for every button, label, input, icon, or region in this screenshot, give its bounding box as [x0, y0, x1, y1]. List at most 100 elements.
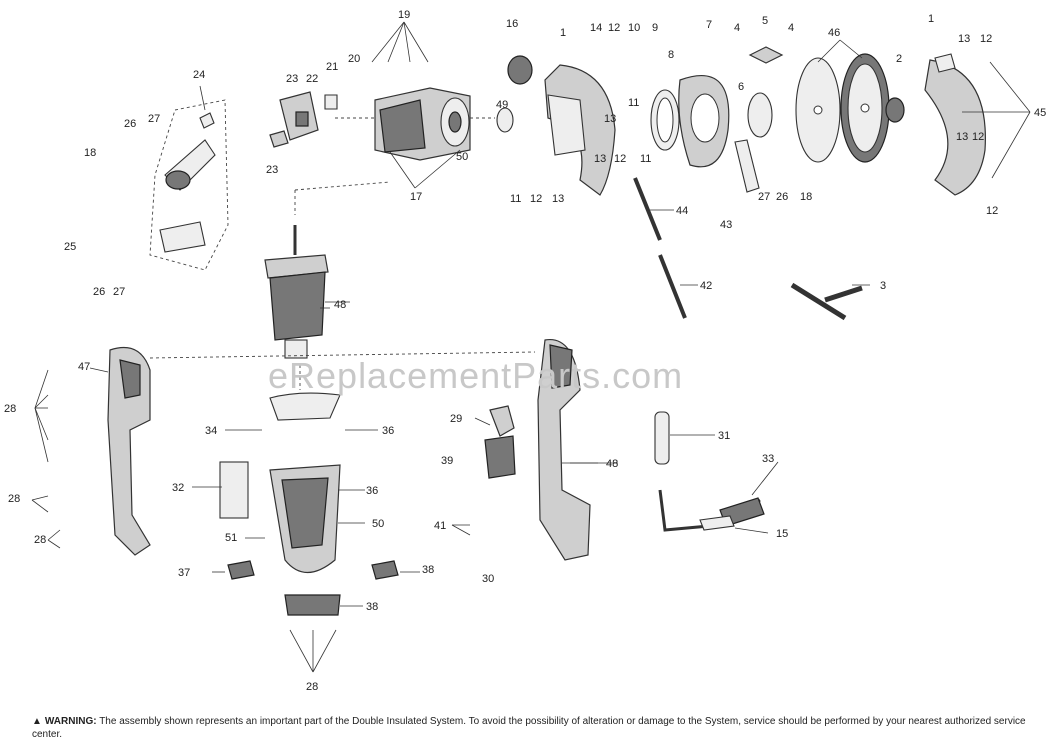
callout-labels: 1 1 2 3 4 4 5 6 7 8 9 10 11 11 11 12 12 … — [4, 9, 1046, 693]
callout: 22 — [306, 73, 318, 85]
callout: 50 — [456, 151, 468, 163]
callout: 16 — [506, 18, 518, 30]
callout: 12 — [986, 205, 998, 217]
callout: 33 — [762, 453, 774, 465]
callout: 14 — [590, 22, 602, 34]
callout: 26 — [93, 286, 105, 298]
callout: 19 — [398, 9, 410, 21]
callout: 25 — [64, 241, 76, 253]
callout: 11 — [510, 193, 521, 205]
callout: 34 — [205, 425, 217, 437]
callout: 32 — [172, 482, 184, 494]
callout: 20 — [348, 53, 360, 65]
callout: 28 — [34, 534, 46, 546]
callout: 15 — [776, 528, 788, 540]
callout: 13 — [594, 153, 606, 165]
callout: 6 — [738, 81, 744, 93]
watermark-text: eReplacementParts.com — [268, 355, 684, 396]
callout: 1 — [928, 13, 934, 25]
callout: 11 — [628, 97, 639, 109]
callout: 38 — [366, 601, 378, 613]
assembly-guide-lines — [149, 117, 536, 390]
callout: 39 — [441, 455, 453, 467]
callout: 11 — [640, 153, 651, 165]
callout: 23 — [286, 73, 298, 85]
callout: 47 — [78, 361, 90, 373]
callout: 48 — [334, 299, 346, 311]
armature-49 — [264, 225, 329, 359]
cord-34 — [658, 489, 765, 532]
callout: 12 — [530, 193, 542, 205]
callout: 42 — [700, 280, 712, 292]
handle-half-right-48 — [537, 339, 591, 561]
upper-blade-guard-1 — [885, 53, 986, 196]
warning-heading: WARNING: — [44, 716, 97, 727]
strain-relief-32 — [654, 411, 670, 465]
callout: 7 — [706, 19, 712, 31]
brush-holders-38 — [227, 560, 399, 580]
callout: 48 — [606, 458, 618, 470]
switch-30 — [484, 405, 516, 479]
warning-icon: ▲ — [32, 716, 42, 727]
callout: 12 — [972, 131, 984, 143]
callout: 12 — [608, 22, 620, 34]
callout: 27 — [113, 286, 125, 298]
wrench-3 — [790, 282, 863, 321]
warning-notice: ▲WARNING: The assembly shown represents … — [32, 715, 1047, 741]
callout: 28 — [306, 681, 318, 693]
callout: 12 — [980, 33, 992, 45]
callout: 30 — [482, 573, 494, 585]
callout: 28 — [4, 403, 16, 415]
callout: 4 — [788, 22, 794, 34]
callout: 13 — [956, 131, 968, 143]
callout: 21 — [326, 61, 338, 73]
callout: 13 — [958, 33, 970, 45]
callout: 31 — [718, 430, 730, 442]
callout: 37 — [178, 567, 190, 579]
callout: 9 — [652, 22, 658, 34]
handle-half-left-48 — [107, 346, 151, 556]
callout: 50 — [372, 518, 384, 530]
warning-text: The assembly shown represents an importa… — [32, 716, 1026, 740]
callout: 18 — [84, 147, 96, 159]
callout: 5 — [762, 15, 768, 27]
callout: 27 — [148, 113, 160, 125]
callout: 18 — [800, 191, 812, 203]
callout: 44 — [676, 205, 688, 217]
callout: 29 — [450, 413, 462, 425]
callout: 49 — [496, 99, 508, 111]
washers-7-8 — [650, 75, 773, 168]
callout: 24 — [193, 69, 205, 81]
callout: 8 — [668, 49, 674, 61]
callout: 12 — [614, 153, 626, 165]
callout: 4 — [734, 22, 740, 34]
callout: 46 — [828, 27, 840, 39]
callout: 45 — [1034, 107, 1046, 119]
callout: 3 — [880, 280, 886, 292]
gear-housing-17 — [374, 87, 514, 161]
callout: 13 — [604, 113, 616, 125]
lower-blade-guard-1 — [507, 55, 616, 196]
handle-assembly-24 — [149, 99, 229, 271]
leader-lines — [31, 21, 1031, 673]
callout: 13 — [552, 193, 564, 205]
callout: 43 — [720, 219, 732, 231]
callout: 27 — [758, 191, 770, 203]
switch-assembly-22 — [269, 91, 338, 148]
callout: 2 — [896, 53, 902, 65]
callout: 1 — [560, 27, 566, 39]
callout: 26 — [124, 118, 136, 130]
callout: 17 — [410, 191, 422, 203]
callout: 28 — [8, 493, 20, 505]
callout: 26 — [776, 191, 788, 203]
callout: 36 — [366, 485, 378, 497]
exploded-parts-diagram: 1 1 2 3 4 4 5 6 7 8 9 10 11 11 11 12 12 … — [4, 9, 1046, 693]
motor-housing-37 — [219, 392, 341, 616]
callout: 51 — [225, 532, 237, 544]
callout: 23 — [266, 164, 278, 176]
callout: 10 — [628, 22, 640, 34]
callout: 38 — [422, 564, 434, 576]
callout: 41 — [434, 520, 446, 532]
callout: 36 — [382, 425, 394, 437]
shafts-43-45 — [633, 139, 760, 319]
